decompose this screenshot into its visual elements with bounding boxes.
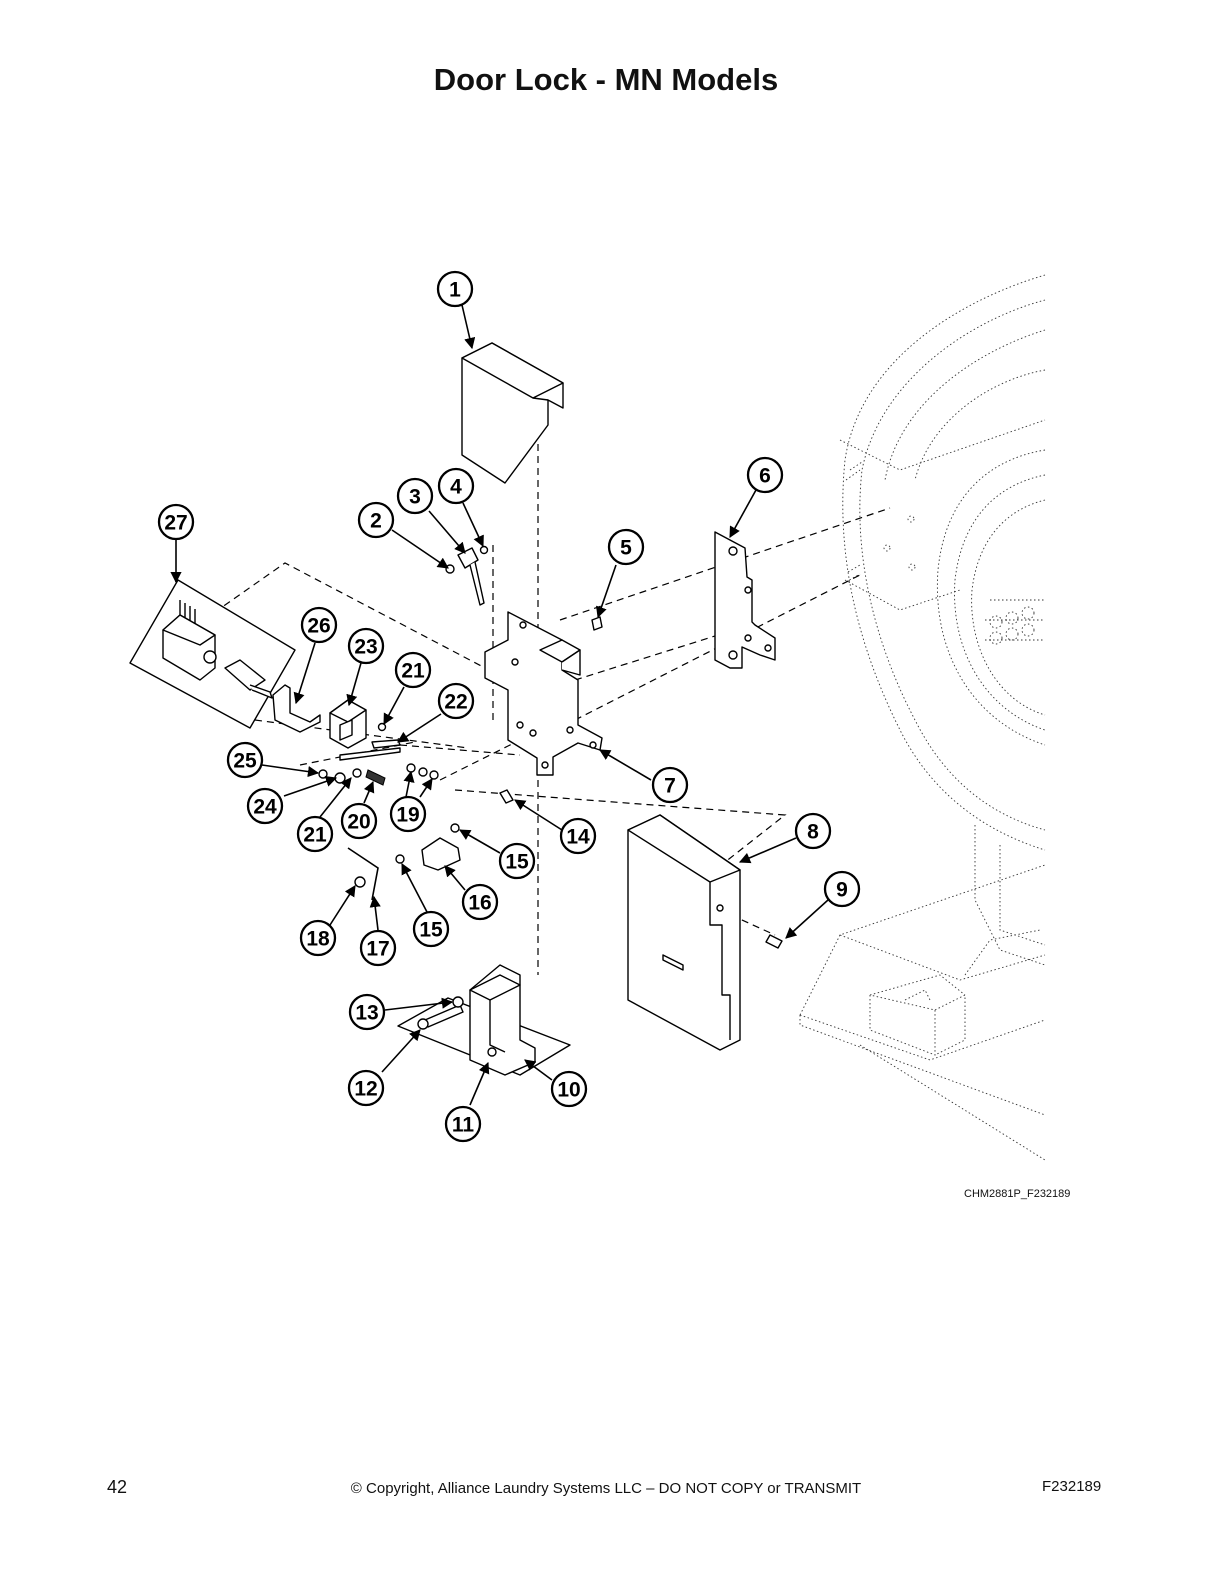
- callout-14: 14: [559, 817, 597, 855]
- callout-27: 27: [157, 503, 195, 541]
- callout-7: 7: [651, 766, 689, 804]
- callout-5: 5: [607, 528, 645, 566]
- callout-label: 5: [620, 537, 632, 560]
- callout-15-lower: 15: [412, 910, 450, 948]
- callout-20: 20: [340, 802, 378, 840]
- part-clip: [499, 789, 514, 804]
- callout-6: 6: [746, 456, 784, 494]
- callout-3: 3: [396, 477, 434, 515]
- callout-26: 26: [300, 606, 338, 644]
- part-spring-pin: [347, 847, 379, 901]
- callout-label: 20: [347, 811, 370, 834]
- part-latch: [395, 823, 461, 871]
- callout-19: 19: [389, 795, 427, 833]
- callout-label: 18: [306, 928, 330, 951]
- callout-9: 9: [823, 870, 861, 908]
- callout-23: 23: [347, 627, 385, 665]
- page-title: Door Lock - MN Models: [433, 62, 779, 97]
- part-screw-side: [765, 934, 783, 949]
- callout-label: 17: [366, 938, 389, 961]
- callout-11: 11: [444, 1105, 482, 1143]
- dryer-housing-background: [799, 274, 1046, 1161]
- callout-label: 8: [807, 821, 819, 844]
- callout-label: 10: [557, 1079, 580, 1102]
- part-small-bracket: [272, 684, 321, 733]
- part-screw-top: [591, 616, 603, 631]
- callout-label: 9: [836, 879, 848, 902]
- callout-label: 26: [307, 615, 330, 638]
- callout-4: 4: [437, 467, 475, 505]
- callout-label: 4: [450, 476, 462, 499]
- callout-16: 16: [461, 883, 499, 921]
- part-solenoid: [129, 579, 296, 729]
- callout-1: 1: [436, 270, 474, 308]
- part-side-cover: [627, 814, 741, 1051]
- page-number: 42: [107, 1477, 128, 1497]
- callout-24: 24: [246, 787, 284, 825]
- callout-2: 2: [357, 501, 395, 539]
- callout-label: 1: [449, 279, 461, 302]
- part-main-bracket: [484, 611, 603, 776]
- callout-label: 21: [303, 824, 327, 847]
- callout-label: 11: [452, 1114, 475, 1137]
- callout-18: 18: [299, 919, 337, 957]
- callout-10: 10: [550, 1070, 588, 1108]
- callout-label: 21: [401, 660, 425, 683]
- callout-label: 16: [468, 892, 491, 915]
- callout-label: 19: [396, 804, 419, 827]
- leader-lines: [170, 304, 829, 1106]
- drawing-code: CHM2881P_F232189: [964, 1188, 1071, 1200]
- callout-label: 2: [370, 510, 382, 533]
- callout-label: 12: [354, 1078, 377, 1101]
- part-right-bracket: [714, 531, 776, 669]
- callout-17: 17: [359, 929, 397, 967]
- callout-12: 12: [347, 1069, 385, 1107]
- part-cover: [461, 342, 564, 484]
- callout-21-upper: 21: [394, 651, 432, 689]
- callout-label: 24: [253, 796, 277, 819]
- callout-15-upper: 15: [498, 842, 536, 880]
- document-code: F232189: [1042, 1478, 1102, 1495]
- callout-25: 25: [226, 741, 264, 779]
- callout-label: 23: [354, 636, 377, 659]
- callout-22: 22: [437, 682, 475, 720]
- callout-label: 15: [505, 851, 529, 874]
- part-small-hardware: [318, 722, 439, 786]
- part-block: [329, 699, 367, 749]
- callout-label: 22: [444, 691, 467, 714]
- callout-label: 13: [355, 1002, 378, 1025]
- callout-label: 27: [164, 512, 187, 535]
- callout-label: 15: [419, 919, 443, 942]
- callout-21-lower: 21: [296, 815, 334, 853]
- callout-8: 8: [794, 812, 832, 850]
- callout-label: 3: [409, 486, 421, 509]
- callout-label: 7: [664, 775, 676, 798]
- part-switch: [445, 545, 489, 606]
- callout-label: 14: [566, 826, 590, 849]
- callout-label: 25: [233, 750, 257, 773]
- callout-label: 6: [759, 465, 771, 488]
- callout-13: 13: [348, 993, 386, 1031]
- part-mount-assembly: [397, 964, 571, 1076]
- copyright-notice: © Copyright, Alliance Laundry Systems LL…: [350, 1480, 862, 1497]
